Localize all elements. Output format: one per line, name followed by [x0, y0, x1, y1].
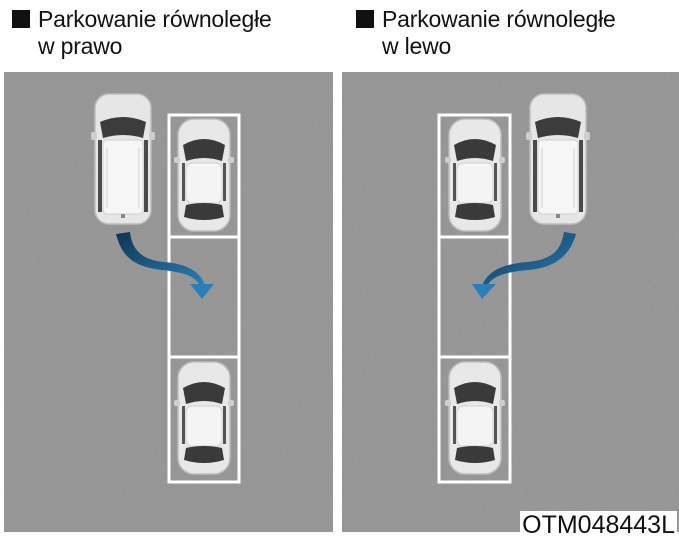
parked-car-rear — [444, 361, 506, 475]
parked-car-front — [444, 118, 506, 232]
parked-car-rear — [173, 361, 235, 475]
title-line-2: w prawo — [38, 33, 123, 59]
panel-title: Parkowanie równoległe w prawo — [12, 6, 272, 60]
title-line-1: Parkowanie równoległe — [38, 6, 272, 32]
title-line-1: Parkowanie równoległe — [382, 6, 616, 32]
square-bullet-icon — [356, 10, 374, 28]
panel-parallel-left: Parkowanie równoległe w lewo — [342, 0, 679, 532]
direction-arrow-icon — [472, 232, 576, 299]
panel-parallel-right: Parkowanie równoległe w prawo — [0, 0, 337, 532]
parking-bay-lines — [167, 113, 241, 484]
parking-bay-lines — [437, 113, 512, 484]
title-line-2: w lewo — [382, 33, 452, 59]
square-bullet-icon — [12, 10, 30, 28]
figure-code: OTM048443L — [520, 511, 677, 539]
direction-arrow-icon — [116, 232, 214, 299]
parked-car-front — [173, 118, 235, 232]
parking-area — [4, 72, 333, 532]
maneuvering-car — [525, 93, 591, 225]
maneuvering-car — [90, 93, 156, 225]
panel-title: Parkowanie równoległe w lewo — [356, 6, 616, 60]
parking-area — [342, 72, 679, 532]
